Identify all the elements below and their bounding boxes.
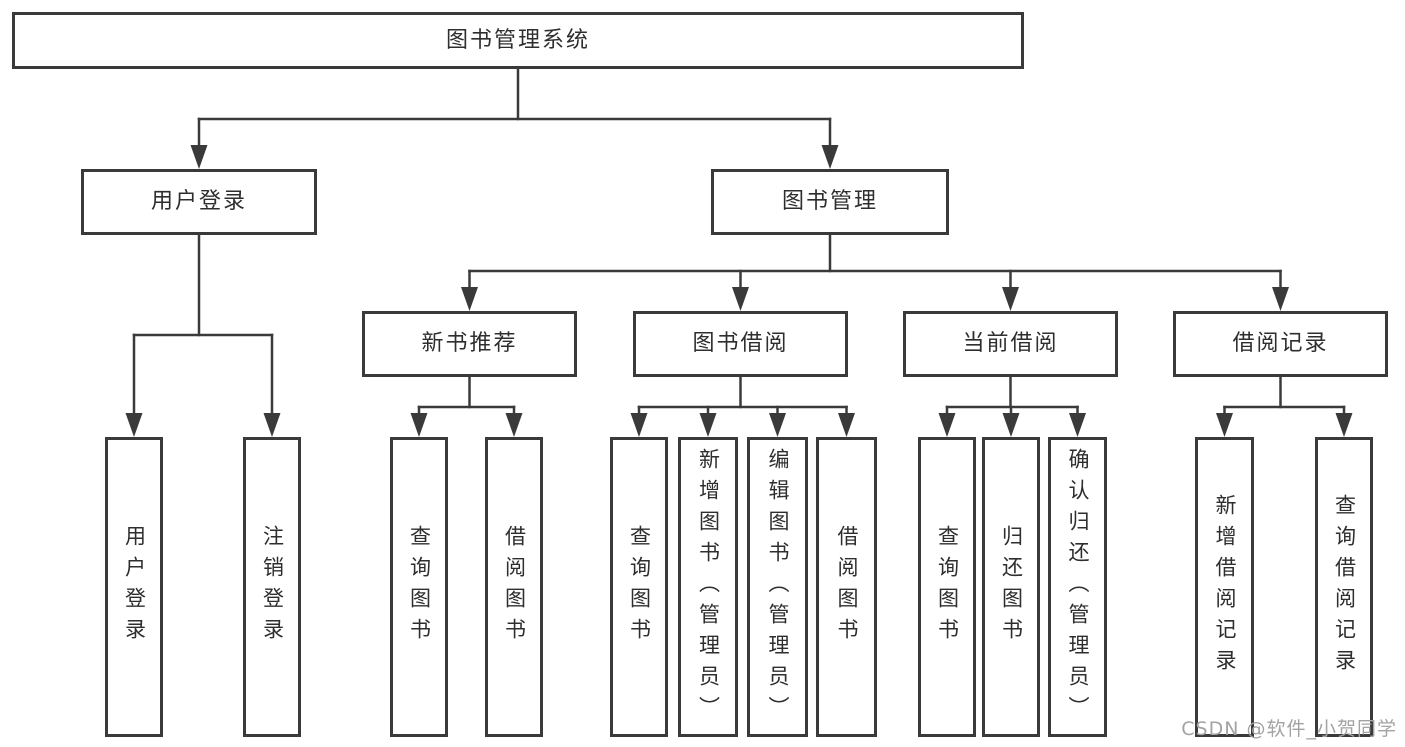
node-user-login: 用户登录 [81,169,317,235]
leaf-query-book-recommend: 查询图书 [390,437,448,737]
leaf-query-borrow-record: 查询借阅记录 [1315,437,1373,737]
node-label: 图书借阅 [692,331,789,356]
arrowhead-down-icon [630,413,648,437]
node-label: 查询图书 [407,525,432,649]
node-label: 借阅图书 [835,525,859,649]
node-label: 查询借阅记录 [1332,494,1357,680]
leaf-add-borrow-record: 新增借阅记录 [1195,437,1254,737]
node-label: 注销登录 [260,525,285,649]
node-label: 图书管理 [781,189,878,214]
node-label: 借阅图书 [502,525,527,649]
arrowhead-down-icon [838,413,855,437]
node-label: 查询图书 [935,525,960,649]
arrowhead-down-icon [821,145,839,169]
arrowhead-down-icon [461,287,478,311]
arrowhead-down-icon [1069,413,1086,437]
arrowhead-down-icon [1002,413,1020,437]
leaf-query-book-current: 查询图书 [918,437,976,737]
node-label: 新增借阅记录 [1213,494,1237,680]
leaf-user-login: 用户登录 [105,437,163,737]
node-label: 新书推荐 [421,331,518,356]
leaf-borrow-book-recommend: 借阅图书 [485,437,543,737]
leaf-query-book-borrowing: 查询图书 [610,437,668,737]
arrowhead-down-icon [125,413,143,437]
leaf-add-book-admin: 新增图书（管理员） [678,437,738,737]
node-label: 新增图书（管理员） [696,447,721,727]
arrowhead-down-icon [938,413,956,437]
node-label: 借阅记录 [1232,331,1329,356]
node-label: 当前借阅 [962,331,1059,356]
arrowhead-down-icon [699,413,717,437]
leaf-confirm-return-admin: 确认归还（管理员） [1048,437,1107,737]
arrowhead-down-icon [1272,287,1289,311]
node-label: 归还图书 [999,525,1024,649]
leaf-edit-book-admin: 编辑图书（管理员） [747,437,808,737]
node-library-management-system: 图书管理系统 [12,12,1024,69]
leaf-borrow-book-borrowing: 借阅图书 [816,437,877,737]
arrowhead-down-icon [1002,287,1019,311]
arrowhead-down-icon [505,413,523,437]
arrowhead-down-icon [1335,413,1353,437]
node-label: 查询图书 [627,525,652,649]
node-new-book-recommend: 新书推荐 [362,311,577,377]
arrowhead-down-icon [732,287,749,311]
node-borrowing-records: 借阅记录 [1173,311,1388,377]
leaf-logout-login: 注销登录 [243,437,301,737]
arrowhead-down-icon [1216,413,1233,437]
node-book-borrowing: 图书借阅 [633,311,848,377]
arrowhead-down-icon [263,413,281,437]
arrowhead-down-icon [410,413,428,437]
node-label: 用户登录 [150,189,247,214]
leaf-return-book: 归还图书 [982,437,1040,737]
node-label: 确认归还（管理员） [1066,447,1090,727]
node-label: 编辑图书（管理员） [766,447,790,727]
node-label: 图书管理系统 [445,27,590,53]
node-label: 用户登录 [122,525,147,649]
csdn-watermark: CSDN @软件_小贺同学 [1181,718,1397,740]
node-book-management: 图书管理 [711,169,949,235]
arrowhead-down-icon [190,145,208,169]
node-current-borrowing: 当前借阅 [903,311,1118,377]
arrowhead-down-icon [769,413,786,437]
